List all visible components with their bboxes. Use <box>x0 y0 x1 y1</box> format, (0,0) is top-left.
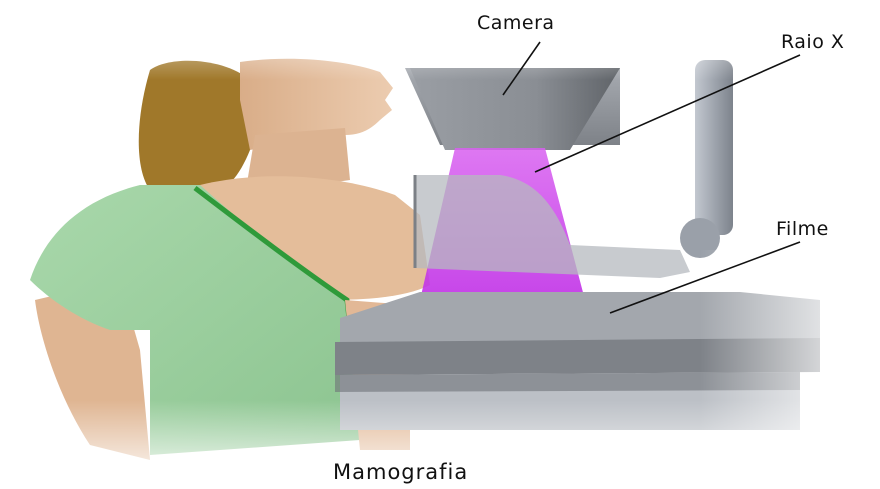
patient-hair <box>139 61 250 195</box>
fade-top <box>0 0 880 80</box>
label-raio-x: Raio X <box>781 31 844 53</box>
caption-mamografia: Mamografia <box>333 460 468 484</box>
label-camera: Camera <box>477 12 555 34</box>
label-filme: Filme <box>776 218 829 240</box>
